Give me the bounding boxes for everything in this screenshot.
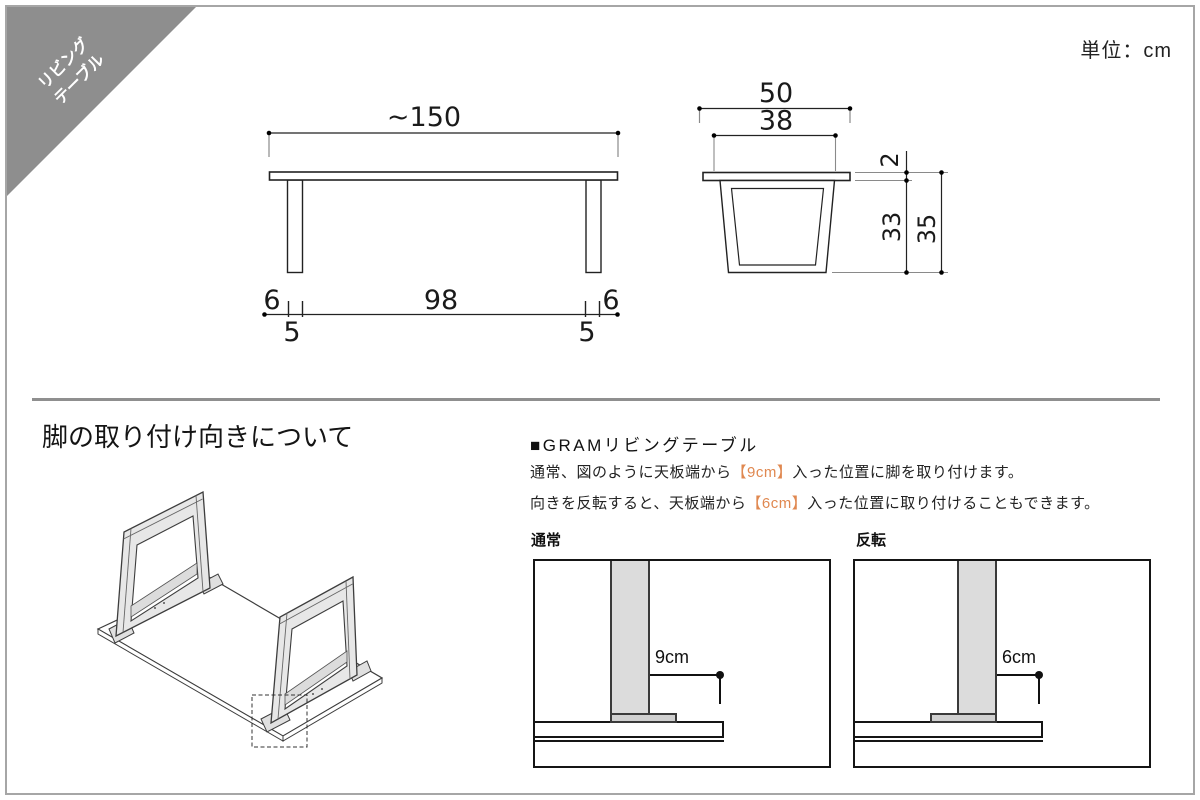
reversed-tabletop-edge xyxy=(853,721,1043,738)
desc-line-1-pre: 通常、図のように天板端から xyxy=(530,464,732,481)
detail-area-dashed-box xyxy=(251,694,308,748)
iso-tube-edge xyxy=(279,583,353,625)
diagram-normal-label: 通常 xyxy=(531,532,562,549)
front-leg-right xyxy=(585,179,602,274)
unit-label: 単位：cm xyxy=(1080,40,1172,62)
iso-tube-edge xyxy=(345,580,351,680)
highlight-9cm: 【9cm】 xyxy=(731,464,793,481)
dim-dot xyxy=(711,133,717,138)
reversed-dim-line xyxy=(997,674,1041,676)
dim-leg-height-label: 33 xyxy=(878,212,906,243)
normal-dim-label: 9cm xyxy=(655,647,690,667)
iso-screw-hole xyxy=(321,688,323,690)
dim-dot xyxy=(904,178,909,183)
reversed-dim-label: 6cm xyxy=(1002,647,1037,667)
reversed-tabletop-underline xyxy=(853,740,1043,742)
side-view: 50 38 2 33 35 xyxy=(697,78,948,275)
reversed-mount-plate xyxy=(930,713,997,723)
iso-tube-edge xyxy=(123,498,203,540)
highlight-6cm: 【6cm】 xyxy=(746,495,808,512)
dim-dot xyxy=(615,312,620,317)
dim-leg-left-label: 5 xyxy=(283,317,300,348)
iso-leg-frame-far xyxy=(108,490,224,644)
dim-dot xyxy=(615,130,621,136)
desc-line-2: 向きを反転すると、天板端から【6cm】入った位置に取り付けることもできます。 xyxy=(530,492,1100,513)
front-tabletop xyxy=(268,171,619,181)
normal-dim-line xyxy=(650,674,722,676)
dim-overhang-left-label: 6 xyxy=(263,285,280,316)
normal-tabletop-edge xyxy=(533,721,724,738)
desc-line-1: 通常、図のように天板端から【9cm】入った位置に脚を取り付けます。 xyxy=(530,461,1023,482)
iso-mount-rail xyxy=(130,562,198,618)
normal-mount-plate xyxy=(610,713,677,723)
dim-dot xyxy=(904,170,909,175)
dim-top-thickness-label: 2 xyxy=(876,152,904,167)
corner-ribbon: リビング テーブル xyxy=(7,7,196,196)
side-tabletop xyxy=(702,171,851,182)
dim-dot xyxy=(266,130,272,136)
dim-dot xyxy=(939,270,944,275)
dim-dot xyxy=(847,106,853,111)
dim-dot xyxy=(904,270,909,275)
dim-total-height-label: 35 xyxy=(913,214,941,245)
front-view: ~150 6 98 6 5 5 xyxy=(262,102,621,348)
normal-dim-drop xyxy=(719,675,721,704)
iso-tabletop-edge-right xyxy=(282,677,383,742)
iso-screw-hole xyxy=(312,693,314,695)
desc-line-2-post: 入った位置に取り付けることもできます。 xyxy=(807,495,1100,512)
iso-tube-edge xyxy=(277,612,288,720)
desc-line-2-pre: 向きを反転すると、天板端から xyxy=(530,495,747,512)
diagram-reversed-box: 6cm xyxy=(853,559,1151,768)
reversed-dim-drop xyxy=(1038,675,1040,704)
dim-depth-label: 50 xyxy=(759,78,793,109)
dim-total-width-label: ~150 xyxy=(387,102,461,133)
isometric-drawing xyxy=(96,490,384,748)
reversed-leg xyxy=(957,561,997,714)
dimension-drawings: ~150 6 98 6 5 5 50 xyxy=(262,78,948,348)
dim-dot xyxy=(697,106,702,111)
dim-overhang-right-label: 6 xyxy=(602,285,619,316)
iso-screw-hole xyxy=(154,607,156,609)
section-divider xyxy=(32,398,1160,401)
dim-span-label: 98 xyxy=(424,285,458,316)
front-leg-left xyxy=(286,179,304,274)
normal-tabletop-underline xyxy=(533,740,724,742)
side-leg-frame-inner xyxy=(730,187,825,266)
iso-tube-edge xyxy=(195,495,204,592)
diagram-reversed-label: 反転 xyxy=(856,532,887,549)
mounting-heading: 脚の取り付け向きについて xyxy=(42,422,354,452)
page-border xyxy=(5,5,1195,795)
ribbon-triangle xyxy=(7,7,196,196)
normal-leg xyxy=(610,561,650,714)
reversed-dim-dot xyxy=(1035,671,1043,679)
iso-screw-hole xyxy=(163,602,165,604)
diagram-normal-box: 9cm xyxy=(533,559,831,768)
desc-line-1-post: 入った位置に脚を取り付けます。 xyxy=(792,464,1024,481)
dim-dot xyxy=(262,312,267,317)
iso-tube-edge xyxy=(122,528,132,633)
iso-frame-cutout xyxy=(284,600,348,711)
dim-leg-right-label: 5 xyxy=(578,317,595,348)
product-title: ■GRAMリビングテーブル xyxy=(530,436,759,455)
iso-leg-frame-near xyxy=(260,575,372,733)
dim-dot xyxy=(939,170,944,175)
dim-dot xyxy=(833,133,838,138)
iso-mount-rail xyxy=(284,650,348,706)
dim-frame-width-label: 38 xyxy=(759,106,793,137)
normal-dim-dot xyxy=(716,671,724,679)
